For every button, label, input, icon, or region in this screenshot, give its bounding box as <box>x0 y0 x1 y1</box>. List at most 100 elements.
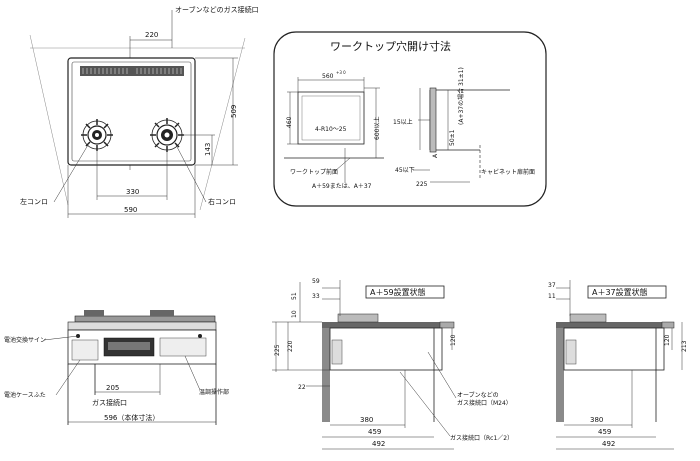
a59-dim-220: 220 <box>287 340 294 352</box>
a37-dim-120: 120 <box>664 334 671 346</box>
grill-window <box>108 342 150 350</box>
a37-title-box <box>587 285 667 299</box>
a59-front-edge <box>439 321 455 329</box>
leader-line <box>175 144 207 203</box>
right-burner-side <box>150 310 174 316</box>
cutout-depth: 460 <box>286 116 293 128</box>
top-view: オーブンなどのガス接続口 220 <box>20 5 259 218</box>
dim-330: 330 <box>126 188 139 196</box>
leader-line <box>334 157 351 172</box>
dim-590: 590 <box>124 206 137 214</box>
a59-burner <box>337 313 379 323</box>
a37-title: A＋37設置状態 <box>592 287 648 297</box>
vent-slots <box>82 68 182 74</box>
a37-dim-213: 213 <box>681 340 688 352</box>
dim-509: 509 <box>230 105 238 118</box>
leader-line <box>427 351 457 399</box>
cutout-panel: ワークトップ穴開け寸法 560 +3 0 460 4-R10～25 600以上 … <box>273 31 547 207</box>
vent-grille <box>80 66 184 76</box>
dim-143: 143 <box>204 143 212 156</box>
battery-box <box>71 339 99 361</box>
a37-body <box>563 327 665 371</box>
a59-dim-459: 459 <box>368 428 381 436</box>
a59-oven-gas2: ガス接続口（M24） <box>457 399 512 407</box>
front-view: 205 ガス接続口 596（本体寸法） 電池交換サイン 電池ケースふた 温調操作… <box>4 310 229 425</box>
min-600: 600以上 <box>373 117 381 140</box>
a59-title: A＋59設置状態 <box>370 287 426 297</box>
left-burner-icon <box>81 119 113 151</box>
a37-dim-459: 459 <box>598 428 611 436</box>
control-panel <box>159 337 207 357</box>
left-burner-label: 左コンロ <box>20 197 48 206</box>
dim-220: 220 <box>145 31 158 39</box>
a-values: A＋59または、A＋37 <box>312 183 372 190</box>
dim-45: 45以下 <box>395 167 415 174</box>
worktop-front-label: ワークトップ前面 <box>290 168 338 176</box>
a59-dim-22: 22 <box>298 384 306 391</box>
section-worktop <box>429 87 437 153</box>
a59-dim-10: 10 <box>291 310 298 318</box>
right-burner-icon <box>150 118 184 152</box>
a59-dim-120: 120 <box>450 334 457 346</box>
guide-line <box>199 37 246 211</box>
dim-a: A <box>432 153 439 158</box>
a59-body <box>329 327 443 371</box>
a59-dim-33: 33 <box>312 293 320 300</box>
a59-dim-492: 492 <box>372 440 385 448</box>
battery-cover-label: 電池ケースふた <box>4 391 46 399</box>
guide-line <box>29 34 69 206</box>
front-rim <box>67 321 217 331</box>
a59-dim-59: 59 <box>312 278 320 285</box>
right-burner-label: 右コンロ <box>208 197 236 206</box>
body-width: 596（本体寸法） <box>104 413 159 422</box>
a37-front-edge <box>661 321 675 329</box>
leader-line <box>55 359 81 396</box>
cutout-frame <box>273 31 547 207</box>
a59-oven-gas: オーブンなどの <box>457 391 499 399</box>
a59-dim-51: 51 <box>291 292 298 300</box>
a37-dim-492: 492 <box>602 440 615 448</box>
left-burner-side <box>84 310 104 316</box>
leader-line <box>53 144 89 203</box>
gas-inlet-label: ガス接続口 <box>92 398 127 407</box>
cutout-hole <box>297 91 365 145</box>
cutout-width-tol: +3 0 <box>336 70 346 75</box>
dim-225: 225 <box>416 181 428 188</box>
a59-worktop <box>322 322 442 328</box>
dim-205: 205 <box>106 384 119 392</box>
a59-dim-380: 380 <box>360 416 373 424</box>
top-plate <box>74 315 216 323</box>
cutout-title: ワークトップ穴開け寸法 <box>330 39 451 53</box>
cabinet-front: キャビネット扉前面 <box>481 168 535 176</box>
side-view-a37: A＋37設置状態 37 11 120 213 380 459 492 <box>548 280 688 450</box>
a37-back-wall <box>556 322 564 422</box>
cooktop-inner <box>71 61 192 162</box>
a59-gas-rc: ガス接続口（Rc1／2） <box>450 434 513 442</box>
knob-icon <box>198 334 202 338</box>
a37-burner <box>569 313 607 323</box>
cutout-inner <box>301 95 361 141</box>
leader-line <box>184 355 201 391</box>
a37-dim-11: 11 <box>548 293 556 300</box>
a37-worktop <box>556 322 664 328</box>
a59-title-box <box>365 285 445 299</box>
a59-valve <box>331 339 343 365</box>
a59-dim-225: 225 <box>274 344 281 356</box>
battery-sign-label: 電池交換サイン <box>4 336 46 344</box>
dim-50: 50±1 <box>449 129 456 146</box>
cutout-radius: 4-R10～25 <box>315 126 347 133</box>
cutout-width: 560 <box>322 73 334 80</box>
dim-15: 15以上 <box>393 118 413 126</box>
leader-line <box>43 335 79 341</box>
side-view-a59: A＋59設置状態 59 33 51 10 220 225 120 22 <box>272 278 513 450</box>
back-wall <box>322 322 330 422</box>
oven-gas-label: オーブンなどのガス接続口 <box>175 5 259 14</box>
a37-valve <box>565 339 577 365</box>
dim-note: (A+37の場合 31±1) <box>457 67 465 125</box>
leader-line <box>399 371 451 437</box>
a37-dim-380: 380 <box>590 416 603 424</box>
a37-dim-37: 37 <box>548 282 556 289</box>
temp-panel-label: 温調操作部 <box>199 388 229 396</box>
